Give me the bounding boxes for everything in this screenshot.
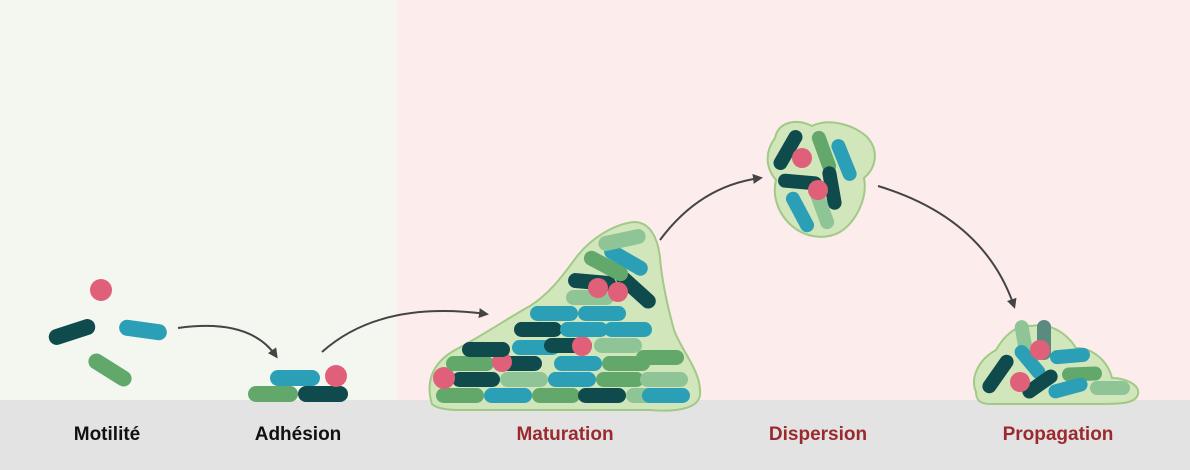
bacterium bbox=[554, 356, 602, 371]
bacterium bbox=[636, 350, 684, 365]
bacterium bbox=[640, 372, 688, 387]
bacterium-blue bbox=[270, 370, 320, 386]
bacterium bbox=[604, 322, 652, 337]
stage-label-adhesion: Adhésion bbox=[255, 424, 342, 446]
stage-label-propagation: Propagation bbox=[1003, 424, 1114, 446]
particle bbox=[808, 180, 828, 200]
particle bbox=[792, 148, 812, 168]
stage-label-maturation: Maturation bbox=[516, 424, 613, 446]
particle bbox=[608, 282, 628, 302]
bacterium bbox=[1090, 381, 1130, 395]
stage-label-motility: Motilité bbox=[74, 424, 141, 446]
bacterium bbox=[560, 322, 608, 337]
bacterium bbox=[514, 322, 562, 337]
bacterium bbox=[500, 372, 548, 387]
bacterium bbox=[594, 338, 642, 353]
stage-labels: Motilité Adhésion Maturation Dispersion … bbox=[0, 400, 1190, 470]
particle bbox=[572, 336, 592, 356]
particle bbox=[1030, 340, 1050, 360]
particle bbox=[588, 278, 608, 298]
bacterium bbox=[548, 372, 596, 387]
particle bbox=[1010, 372, 1030, 392]
bacterium bbox=[452, 372, 500, 387]
bacterium bbox=[578, 306, 626, 321]
stage-label-dispersion: Dispersion bbox=[769, 424, 867, 446]
particle bbox=[90, 279, 112, 301]
particle bbox=[325, 365, 347, 387]
bacterium bbox=[462, 342, 510, 357]
bacterium bbox=[446, 356, 494, 371]
bacterium bbox=[596, 372, 644, 387]
bacterium bbox=[530, 306, 578, 321]
